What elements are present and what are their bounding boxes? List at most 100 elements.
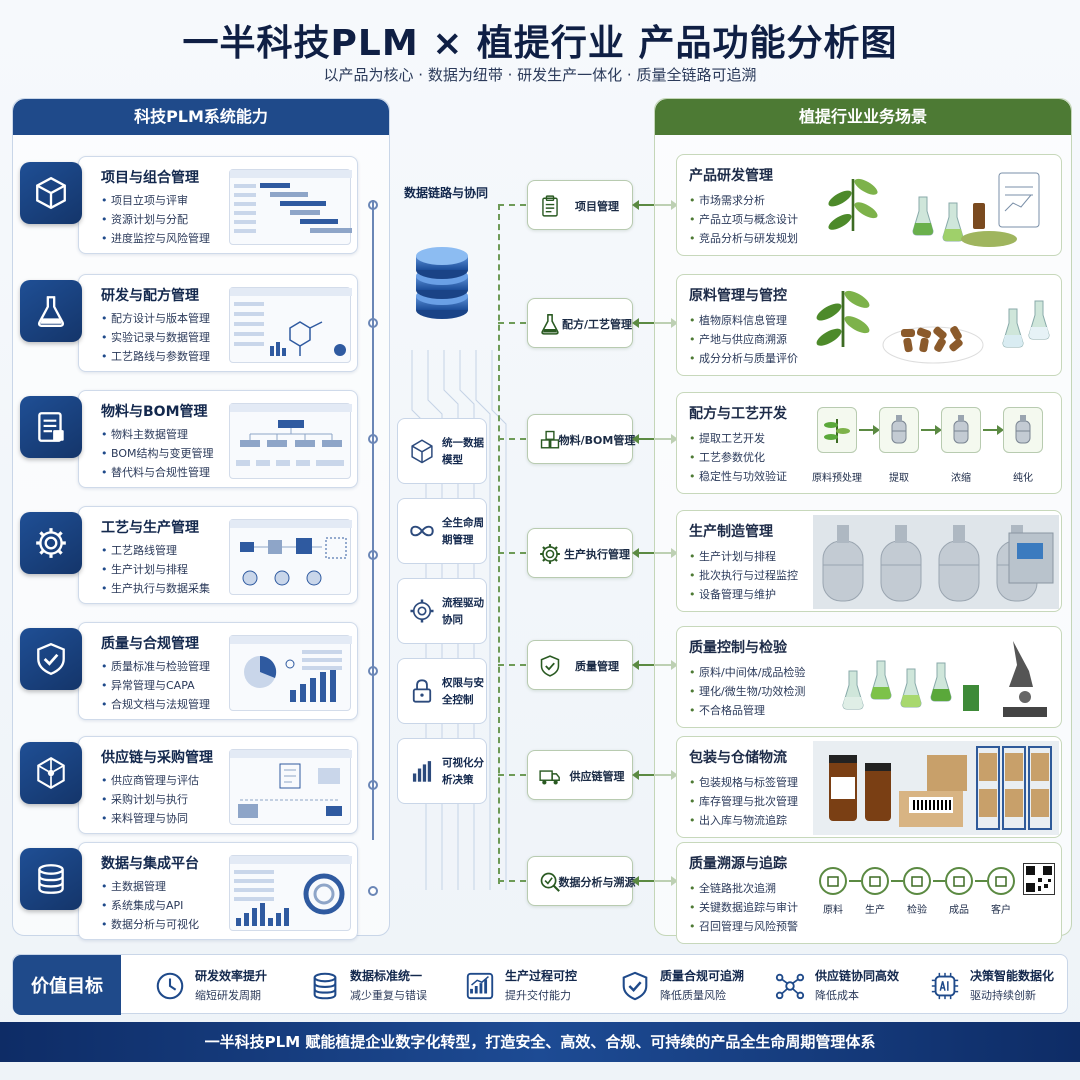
link-node[interactable]: 数据分析与溯源 — [527, 856, 636, 906]
trace-step-icon — [945, 867, 973, 895]
gear-icon — [20, 512, 82, 574]
link-node[interactable]: 配方/工艺管理 — [527, 298, 633, 348]
capability-item: 合规文档与法规管理 — [101, 695, 210, 714]
capability-module[interactable]: 研发与配方管理 配方设计与版本管理实验记录与数据管理工艺路线与参数管理 — [20, 274, 360, 374]
gear-icon — [536, 540, 564, 568]
scene-title: 产品研发管理 — [689, 168, 773, 184]
boxes-icon — [536, 426, 564, 454]
scene-item: 理化/微生物/功效检测 — [689, 682, 805, 701]
value-goal: 研发效率提升 缩短研发周期 — [153, 963, 303, 1007]
capability-item: 工艺路线管理 — [101, 541, 210, 560]
capability-title: 物料与BOM管理 — [101, 404, 208, 420]
capability-card[interactable]: 研发与配方管理 配方设计与版本管理实验记录与数据管理工艺路线与参数管理 — [78, 274, 358, 372]
process-step-label: 原料预处理 — [812, 473, 862, 484]
pillar-label: 统一数据模型 — [442, 437, 484, 466]
platform-pillar[interactable]: 权限与安全控制 — [397, 658, 487, 724]
database-hub-icon — [416, 247, 468, 319]
page-subtitle: 以产品为核心 · 数据为纽带 · 研发生产一体化 · 质量全链路可追溯 — [323, 66, 757, 84]
capability-module[interactable]: 物料与BOM管理 物料主数据管理BOM结构与变更管理替代料与合规性管理 — [20, 390, 360, 490]
trace-step-label: 生产 — [865, 905, 885, 916]
scene-illustration — [813, 159, 1059, 253]
platform-pillar[interactable]: 全生命周期管理 — [397, 498, 487, 564]
capability-title: 质量与合规管理 — [101, 636, 199, 652]
link-node[interactable]: 生产执行管理 — [527, 528, 633, 578]
capability-module[interactable]: 数据与集成平台 主数据管理系统集成与API数据分析与可视化 — [20, 842, 360, 942]
capability-card[interactable]: 质量与合规管理 质量标准与检验管理异常管理与CAPA合规文档与法规管理 — [78, 622, 358, 720]
scene-item: 竞品分析与研发规划 — [689, 229, 798, 248]
capability-card[interactable]: 工艺与生产管理 工艺路线管理生产计划与排程生产执行与数据采集 — [78, 506, 358, 604]
database-icon — [308, 969, 342, 1003]
scene-list: 市场需求分析产品立项与概念设计竞品分析与研发规划 — [689, 191, 798, 248]
capability-list: 工艺路线管理生产计划与排程生产执行与数据采集 — [101, 541, 210, 598]
scene-title: 原料管理与管控 — [689, 288, 787, 304]
scene-item: 成分分析与质量评价 — [689, 349, 798, 368]
dashed-connector — [498, 552, 526, 554]
capability-screenshot — [229, 749, 352, 825]
process-step-label: 提取 — [889, 473, 909, 484]
scene-list: 原料/中间体/成品检验理化/微生物/功效检测不合格品管理 — [689, 663, 805, 720]
business-scene-card[interactable]: 包装与仓储物流 包装规格与标签管理库存管理与批次管理出入库与物流追踪 — [676, 736, 1062, 838]
capability-item: 资源计划与分配 — [101, 210, 210, 229]
scene-list: 全链路批次追溯关键数据追踪与审计召回管理与风险预警 — [689, 879, 798, 936]
step-arrow — [921, 429, 939, 431]
value-goal: 决策智能数据化 驱动持续创新 — [928, 963, 1078, 1007]
platform-pillar[interactable]: 可视化分析决策 — [397, 738, 487, 804]
platform-pillar[interactable]: 流程驱动协同 — [397, 578, 487, 644]
flask-icon — [20, 280, 82, 342]
link-node[interactable]: 物料/BOM管理 — [527, 414, 635, 464]
capability-module[interactable]: 项目与组合管理 项目立项与评审资源计划与分配进度监控与风险管理 — [20, 156, 360, 256]
node-label: 生产执行管理 — [564, 548, 630, 561]
capability-card[interactable]: 供应链与采购管理 供应商管理与评估采购计划与执行来料管理与协同 — [78, 736, 358, 834]
business-scene-card[interactable]: 质量控制与检验 原料/中间体/成品检验理化/微生物/功效检测不合格品管理 — [676, 626, 1062, 728]
goal-title: 供应链协同高效 — [815, 969, 900, 983]
step-arrow-head — [935, 425, 942, 435]
capability-title: 工艺与生产管理 — [101, 520, 199, 536]
scene-item: 产地与供应商溯源 — [689, 330, 798, 349]
flow-dashed-rail — [498, 204, 500, 884]
scene-list: 植物原料信息管理产地与供应商溯源成分分析与质量评价 — [689, 311, 798, 368]
process-step-icon — [941, 407, 981, 453]
dashed-connector — [498, 322, 526, 324]
capability-module[interactable]: 供应链与采购管理 供应商管理与评估采购计划与执行来料管理与协同 — [20, 736, 360, 836]
business-scene-card[interactable]: 配方与工艺开发 提取工艺开发工艺参数优化稳定性与功效验证 原料预处理 提取 浓缩… — [676, 392, 1062, 494]
step-arrow — [859, 429, 877, 431]
shield-check-icon — [20, 628, 82, 690]
cube-icon — [20, 162, 82, 224]
scene-item: 包装规格与标签管理 — [689, 773, 798, 792]
node-label: 项目管理 — [575, 200, 619, 213]
trace-arrow — [891, 880, 903, 882]
link-node[interactable]: 项目管理 — [527, 180, 633, 230]
capability-module[interactable]: 质量与合规管理 质量标准与检验管理异常管理与CAPA合规文档与法规管理 — [20, 622, 360, 722]
business-scene-card[interactable]: 质量溯源与追踪 全链路批次追溯关键数据追踪与审计召回管理与风险预警 原料 生产 … — [676, 842, 1062, 944]
goal-subtitle: 降低质量风险 — [660, 989, 726, 1002]
capability-item: BOM结构与变更管理 — [101, 444, 214, 463]
trace-arrow — [933, 880, 945, 882]
network-cube-icon — [20, 742, 82, 804]
infinity-icon — [406, 515, 438, 547]
trace-step-label: 检验 — [907, 905, 927, 916]
capability-screenshot — [229, 169, 352, 245]
business-scene-card[interactable]: 生产制造管理 生产计划与排程批次执行与过程监控设备管理与维护 — [676, 510, 1062, 612]
trace-step-icon — [903, 867, 931, 895]
capability-item: 实验记录与数据管理 — [101, 328, 210, 347]
value-goal: 生产过程可控 提升交付能力 — [463, 963, 613, 1007]
plm-capabilities-header: 科技PLM系统能力 — [13, 99, 389, 135]
capability-module[interactable]: 工艺与生产管理 工艺路线管理生产计划与排程生产执行与数据采集 — [20, 506, 360, 606]
capability-card[interactable]: 数据与集成平台 主数据管理系统集成与API数据分析与可视化 — [78, 842, 358, 940]
business-scene-card[interactable]: 原料管理与管控 植物原料信息管理产地与供应商溯源成分分析与质量评价 — [676, 274, 1062, 376]
scene-item: 设备管理与维护 — [689, 585, 798, 604]
step-arrow — [983, 429, 1001, 431]
link-node[interactable]: 供应链管理 — [527, 750, 633, 800]
link-node[interactable]: 质量管理 — [527, 640, 633, 690]
dashed-connector — [498, 880, 526, 882]
platform-pillar[interactable]: 统一数据模型 — [397, 418, 487, 484]
capability-card[interactable]: 项目与组合管理 项目立项与评审资源计划与分配进度监控与风险管理 — [78, 156, 358, 254]
capability-list: 项目立项与评审资源计划与分配进度监控与风险管理 — [101, 191, 210, 248]
qr-code-icon — [1023, 863, 1055, 895]
capability-title: 供应链与采购管理 — [101, 750, 213, 766]
capability-item: 配方设计与版本管理 — [101, 309, 210, 328]
process-step-icon — [817, 407, 857, 453]
capability-card[interactable]: 物料与BOM管理 物料主数据管理BOM结构与变更管理替代料与合规性管理 — [78, 390, 358, 488]
capability-list: 质量标准与检验管理异常管理与CAPA合规文档与法规管理 — [101, 657, 210, 714]
business-scene-card[interactable]: 产品研发管理 市场需求分析产品立项与概念设计竞品分析与研发规划 — [676, 154, 1062, 256]
